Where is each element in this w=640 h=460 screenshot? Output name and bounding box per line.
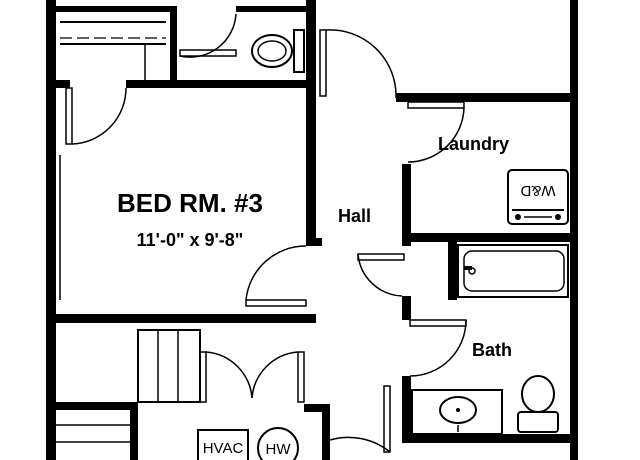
- windows: [51, 155, 61, 420]
- hvac-label: HVAC: [203, 440, 244, 457]
- washer-dryer-label: W&D: [520, 182, 555, 199]
- doors: [65, 13, 467, 453]
- laundry-label: Laundry: [438, 134, 509, 154]
- water-heater: HW: [257, 427, 299, 460]
- walls: [46, 0, 578, 460]
- stairs: [56, 329, 201, 443]
- water-heater-label: HW: [266, 441, 292, 458]
- bath-label: Bath: [472, 340, 512, 360]
- toilet-top: [251, 29, 305, 73]
- bath-vanity: [411, 389, 503, 435]
- bathtub: [457, 244, 569, 298]
- hall-label: Hall: [338, 206, 371, 226]
- hvac-unit: HVAC: [197, 429, 249, 460]
- bedroom-dimensions-label: 11'-0" x 9'-8": [137, 230, 244, 250]
- closet-shelf: [60, 21, 166, 80]
- toilet-bath: [517, 375, 559, 433]
- bedroom-name-label: BED RM. #3: [117, 188, 263, 218]
- washer-dryer: W&D: [507, 169, 569, 225]
